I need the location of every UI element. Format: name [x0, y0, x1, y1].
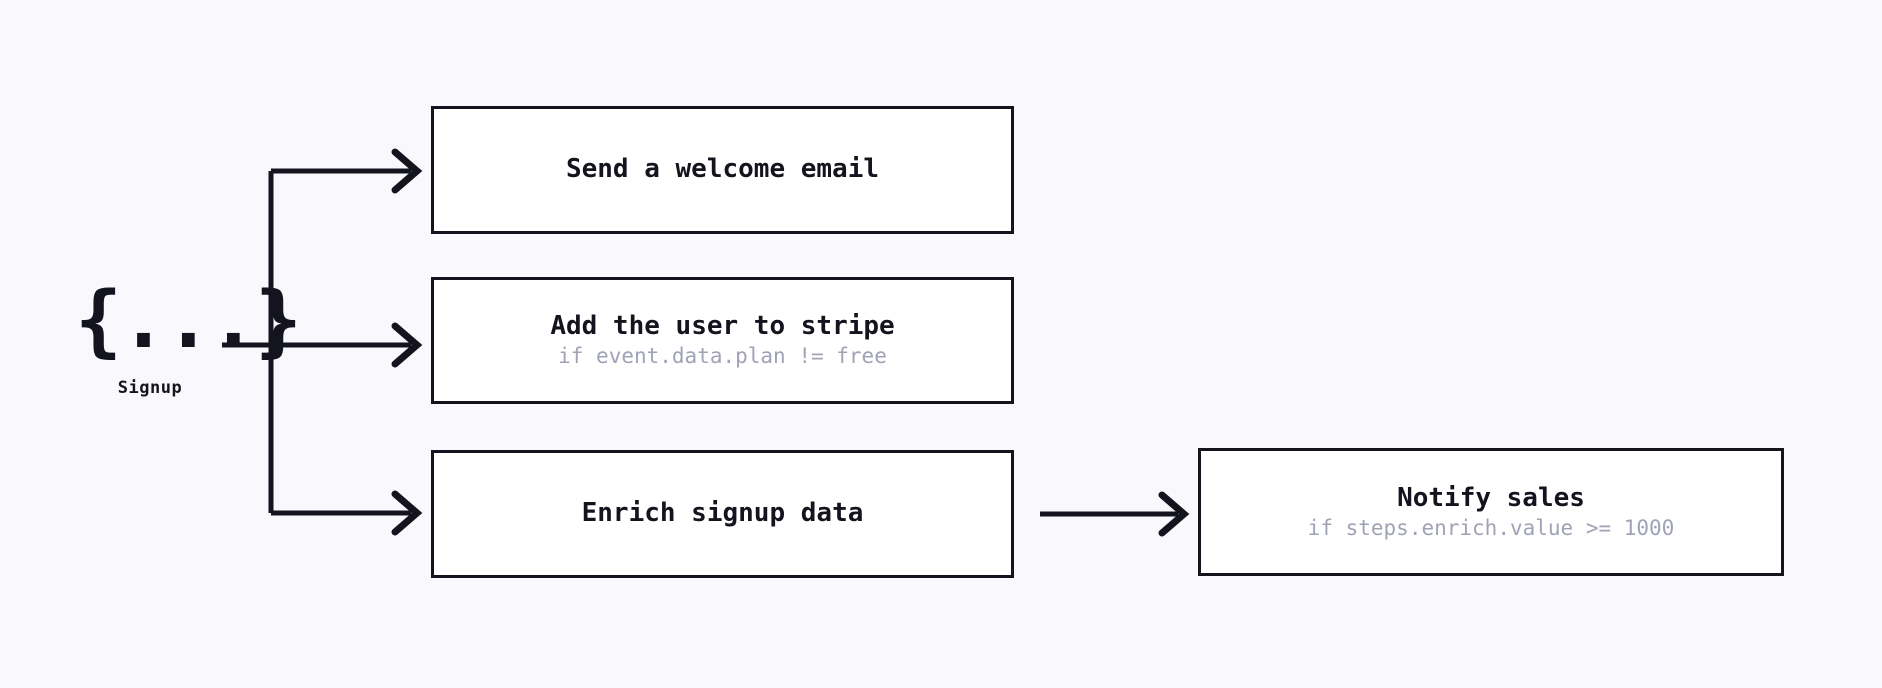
- step-condition: if steps.enrich.value >= 1000: [1307, 515, 1675, 540]
- step-node-enrich[interactable]: Enrich signup data: [431, 450, 1014, 578]
- step-node-welcome[interactable]: Send a welcome email: [431, 106, 1014, 234]
- step-condition: if event.data.plan != free: [558, 344, 887, 369]
- step-title: Send a welcome email: [565, 154, 880, 185]
- step-node-stripe[interactable]: Add the user to stripe if event.data.pla…: [431, 277, 1014, 404]
- step-title: Enrich signup data: [581, 498, 864, 529]
- json-braces-icon: {...}: [75, 276, 302, 366]
- step-title: Add the user to stripe: [550, 311, 895, 342]
- step-title: Notify sales: [1397, 482, 1585, 513]
- step-node-notify[interactable]: Notify sales if steps.enrich.value >= 10…: [1198, 448, 1784, 576]
- arrowhead-enrich-icon: [391, 490, 423, 536]
- arrowhead-notify-icon: [1158, 491, 1190, 537]
- trigger-node[interactable]: {...} Signup: [75, 276, 302, 398]
- arrowhead-stripe-icon: [391, 322, 423, 368]
- trigger-label: Signup: [117, 378, 183, 398]
- arrowhead-welcome-icon: [391, 148, 423, 194]
